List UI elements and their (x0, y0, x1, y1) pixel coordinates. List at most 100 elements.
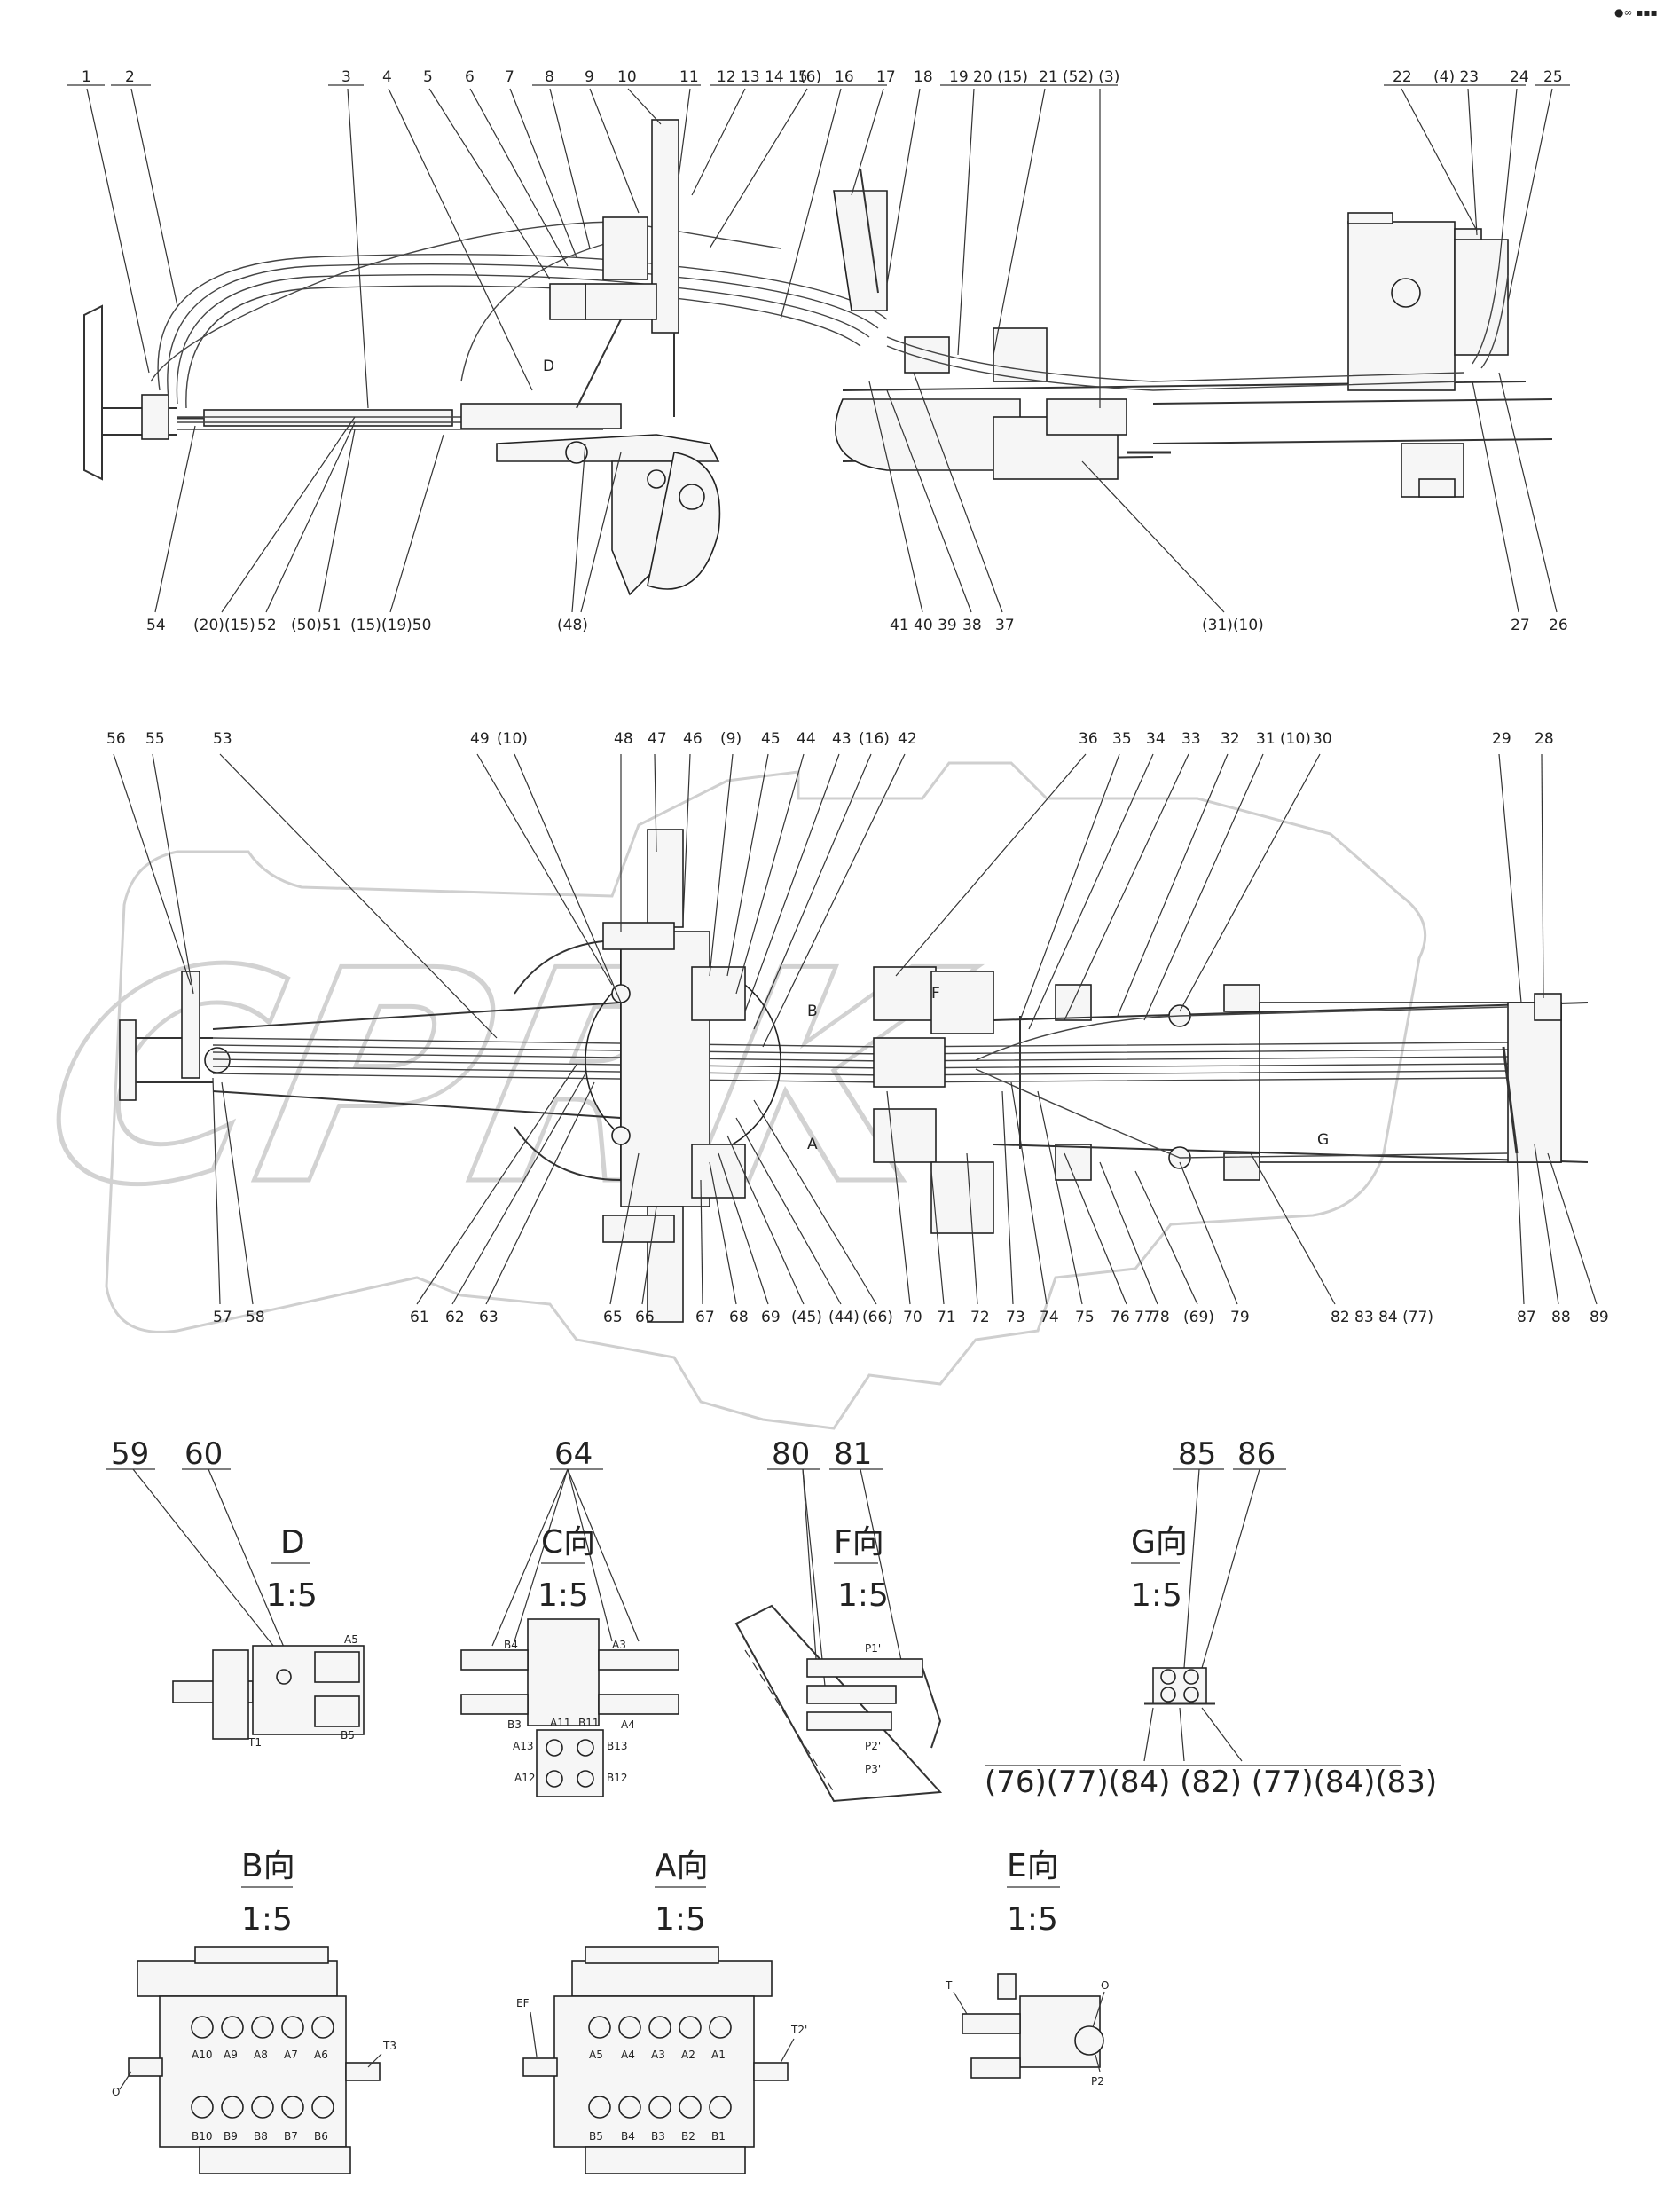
callout: 68 (729, 1309, 749, 1326)
callout: 12 13 14 15 (717, 68, 808, 86)
callout: 21 (1039, 68, 1058, 86)
callout: 16 (835, 68, 854, 86)
callout: 11 (679, 68, 699, 86)
callout: (20)(15) (193, 617, 255, 634)
detail-view-c: 64 C向 1:5 B4 A3 B3 A4 A11 B11 A13 B13 A1… (460, 1436, 679, 1797)
middle-plan-view (113, 753, 1598, 1323)
port-label: P2' (865, 1740, 881, 1752)
callout: 42 (898, 730, 917, 748)
middle-top-callouts: 56 55 53 49 (10) 48 47 46 (9) 45 44 43 (… (106, 730, 1554, 1153)
detail-view-d: 59 60 D 1:5 A5 B5 T1 (106, 1436, 365, 1749)
callout: 54 (146, 617, 166, 634)
callout: 49 (470, 730, 490, 748)
callout: 36 (1079, 730, 1098, 748)
callout: 4 (382, 68, 392, 86)
callout: 88 (1551, 1309, 1571, 1326)
view-mark-f: F (931, 985, 940, 1003)
port-label: B11 (578, 1717, 600, 1729)
valve-title: E向 (1007, 1848, 1059, 1884)
callout: 71 (937, 1309, 956, 1326)
port-label: A10 (192, 2049, 212, 2061)
callout: 18 (914, 68, 933, 86)
detail-g-bottom-label: (76)(77)(84) (82) (77)(84)(83) (985, 1765, 1437, 1800)
callout: 43 (832, 730, 852, 748)
callout: 66 (635, 1309, 655, 1326)
callout: 9 (585, 68, 594, 86)
callout: (44) (828, 1309, 860, 1326)
callout: 17 (876, 68, 896, 86)
callout: (9) (720, 730, 742, 748)
callout: (4) 23 (1433, 68, 1479, 86)
port-label: O (1101, 1979, 1109, 1992)
upper-top-callouts: 1 2 3 4 5 6 7 8 9 10 11 12 13 14 15 (6) … (82, 68, 1563, 375)
port-label: B9 (224, 2130, 238, 2143)
port-label: A8 (254, 2049, 268, 2061)
watermark-gear: CPRK (16, 761, 1427, 1430)
callout: 59 (111, 1436, 149, 1472)
callout: 48 (614, 730, 633, 748)
callout: 56 (106, 730, 126, 748)
callout: 2 (125, 68, 135, 86)
callout: 8 (545, 68, 554, 86)
view-mark-a: A (807, 1136, 818, 1153)
callout: 29 (1492, 730, 1511, 748)
port-label: A3 (612, 1639, 626, 1651)
callout: 24 (1510, 68, 1529, 86)
callout: 80 (772, 1436, 810, 1472)
port-label: A6 (314, 2049, 328, 2061)
port-label: O (112, 2086, 120, 2098)
callout: 52 (257, 617, 277, 634)
callout: 33 (1181, 730, 1201, 748)
callout: 1 (82, 68, 91, 86)
callout: 89 (1590, 1309, 1609, 1326)
callout: (52) (3) (1063, 68, 1119, 86)
port-label: B5 (589, 2130, 603, 2143)
port-label: B2 (681, 2130, 695, 2143)
callout: 75 (1075, 1309, 1095, 1326)
detail-title: C向 (541, 1524, 595, 1561)
callout: 86 (1237, 1436, 1276, 1472)
callout: 28 (1535, 730, 1554, 748)
callout: 74 (1040, 1309, 1059, 1326)
port-label: A2 (681, 2049, 695, 2061)
callout: 6 (465, 68, 475, 86)
callout: 38 (962, 617, 982, 634)
callout: (69) (1183, 1309, 1214, 1326)
callout: 53 (213, 730, 232, 748)
callout: 69 (761, 1309, 781, 1326)
callout: 67 (695, 1309, 715, 1326)
callout: 76 77 (1111, 1309, 1154, 1326)
valve-scale: 1:5 (241, 1901, 293, 1938)
callout: 37 (995, 617, 1015, 634)
callout: 70 (903, 1309, 922, 1326)
callout: 63 (479, 1309, 499, 1326)
callout: 32 (1221, 730, 1240, 748)
callout: 31 (10) (1256, 730, 1311, 748)
callout: (16) (859, 730, 890, 748)
callout: 82 83 84 (77) (1331, 1309, 1433, 1326)
callout: 26 (1549, 617, 1568, 634)
port-label: B10 (192, 2130, 213, 2143)
valve-title: B向 (241, 1848, 295, 1884)
detail-scale: 1:5 (266, 1577, 318, 1614)
callout: (45) (791, 1309, 822, 1326)
callout: 44 (797, 730, 816, 748)
valve-scale: 1:5 (655, 1901, 706, 1938)
port-label: T1 (247, 1736, 262, 1749)
valve-scale: 1:5 (1007, 1901, 1058, 1938)
callout: 47 (648, 730, 667, 748)
valve-view-e: E向 1:5 T O P2 (945, 1848, 1109, 2088)
callout: 73 (1006, 1309, 1025, 1326)
port-label: B4 (621, 2130, 635, 2143)
callout: (31)(10) (1202, 617, 1264, 634)
callout: 87 (1517, 1309, 1536, 1326)
callout: 61 (410, 1309, 429, 1326)
callout: 55 (145, 730, 165, 748)
port-label: A9 (224, 2049, 238, 2061)
port-label: B12 (607, 1772, 628, 1784)
callout: 46 (683, 730, 703, 748)
port-label: B3 (507, 1718, 522, 1731)
callout: 27 (1511, 617, 1530, 634)
port-label: B13 (607, 1740, 628, 1752)
